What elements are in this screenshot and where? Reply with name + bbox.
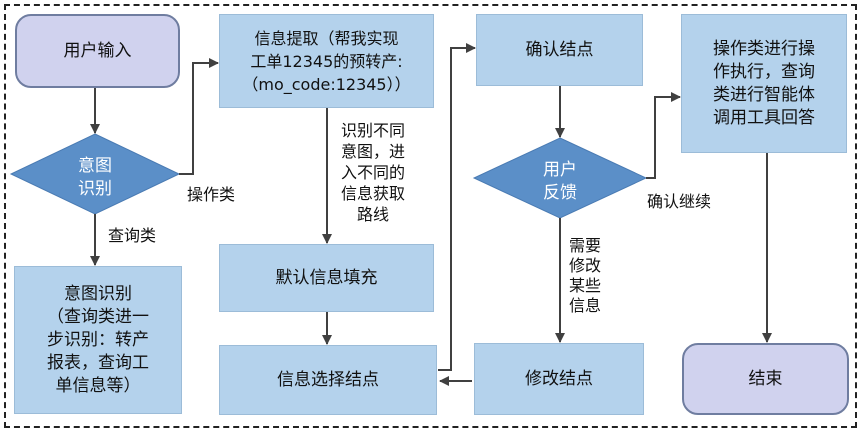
- info-select-node: 信息选择结点: [219, 345, 437, 415]
- end-node: 结束: [682, 343, 849, 415]
- feedback-decision-line1: 用户: [543, 160, 577, 180]
- diagram-frame: [4, 4, 857, 428]
- label-query-type: 查询类: [107, 226, 156, 245]
- modify-node: 修改结点: [474, 343, 644, 415]
- edge-feedback-to-exec: [646, 92, 681, 179]
- feedback-decision-line2: 反馈: [543, 183, 577, 203]
- intent-recognition-node: 意图识别 （查询类进一 步识别：转产 报表，查询工 单信息等）: [14, 266, 182, 414]
- label-confirm-continue: 确认继续: [646, 192, 711, 211]
- op-exec-node: 操作类进行操 作执行，查询 类进行智能体 调用工具回答: [681, 14, 847, 153]
- label-route-note: 识别不同 意图，进 入不同的 信息获取 路线: [340, 121, 405, 224]
- intent-decision-line1: 意图: [78, 156, 112, 176]
- intent-decision-line2: 识别: [78, 179, 112, 199]
- edge-intent-to-extract: [179, 58, 219, 175]
- label-need-modify: 需要 修改 某些 信息: [568, 236, 601, 315]
- info-extract-node: 信息提取（帮我实现 工单12345的预转产: （mo_code:12345））: [219, 14, 434, 108]
- edge-select-to-confirm: [438, 43, 476, 371]
- confirm-node: 确认结点: [476, 14, 643, 86]
- default-fill-node: 默认信息填充: [219, 244, 434, 312]
- user-input-node: 用户输入: [15, 14, 180, 88]
- label-op-type: 操作类: [186, 185, 235, 204]
